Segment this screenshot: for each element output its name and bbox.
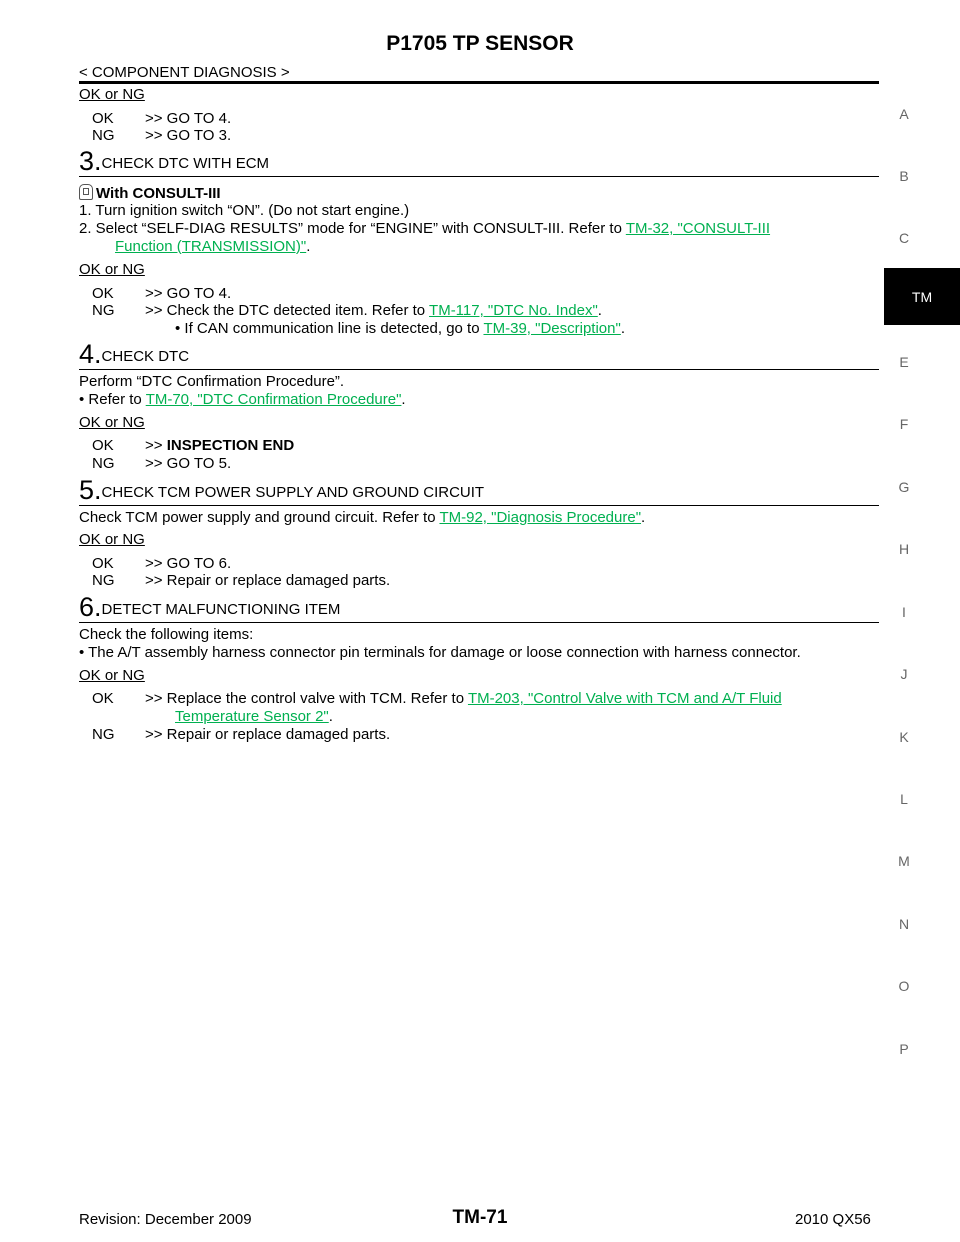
result-ng-bullet: • If CAN communication line is detected,…: [175, 320, 625, 338]
consult-tool-icon: [79, 184, 93, 200]
result-ng-label: NG: [92, 302, 115, 319]
side-index-f[interactable]: F: [899, 416, 909, 432]
bullet-text: • If CAN communication line is detected,…: [175, 320, 484, 337]
ref-link-diagnosis[interactable]: TM-92, "Diagnosis Procedure": [439, 509, 642, 526]
with-consult-label: With CONSULT-III: [96, 185, 221, 202]
header-rule: [79, 81, 879, 84]
step-6-heading: 6.DETECT MALFUNCTIONING ITEM: [79, 593, 340, 624]
ref-link-dtc-confirmation[interactable]: TM-70, "DTC Confirmation Procedure": [145, 391, 402, 408]
result-ok-label: OK: [92, 555, 114, 572]
side-index-m[interactable]: M: [898, 853, 910, 869]
side-index-b[interactable]: B: [899, 168, 909, 184]
result-ng-text: >> Repair or replace damaged parts.: [145, 572, 391, 589]
ref-link-control-valve[interactable]: TM-203, "Control Valve with TCM and A/T …: [467, 690, 782, 707]
step-number: 6.: [79, 592, 102, 622]
result-ng-text: >> GO TO 5.: [145, 455, 232, 472]
ok-or-ng-label: OK or NG: [79, 414, 145, 431]
step-3-heading: 3.CHECK DTC WITH ECM: [79, 147, 269, 178]
result-ng-text: >> GO TO 3.: [145, 127, 232, 144]
step-rule: [79, 369, 879, 370]
period: .: [641, 509, 646, 526]
revision-date: Revision: December 2009: [79, 1211, 252, 1228]
step-title: CHECK DTC WITH ECM: [101, 155, 270, 172]
step-4-text: Perform “DTC Confirmation Procedure”.: [79, 373, 345, 390]
side-index-k[interactable]: K: [899, 729, 909, 745]
step-rule: [79, 176, 879, 177]
ok-text: >> Replace the control valve with TCM. R…: [145, 690, 468, 707]
step-6-bullet: • The A/T assembly harness connector pin…: [79, 644, 801, 661]
result-ok-text: >> Replace the control valve with TCM. R…: [145, 690, 782, 708]
instruction-text: Check TCM power supply and ground circui…: [79, 509, 440, 526]
side-index-n[interactable]: N: [898, 916, 910, 932]
result-ok-text: >> GO TO 4.: [145, 110, 232, 127]
side-index-l[interactable]: L: [900, 791, 908, 807]
step-rule: [79, 505, 879, 506]
result-ok-text: >> GO TO 4.: [145, 285, 232, 302]
item-text: 2. Select “SELF-DIAG RESULTS” mode for “…: [79, 220, 626, 237]
ref-link-consult-cont[interactable]: Function (TRANSMISSION)": [115, 238, 307, 255]
side-index-c[interactable]: C: [898, 230, 910, 246]
step-3-item-2-cont: Function (TRANSMISSION)".: [115, 238, 310, 256]
period: .: [597, 302, 602, 319]
result-ng-text: >> Check the DTC detected item. Refer to…: [145, 302, 602, 320]
step-rule: [79, 622, 879, 623]
step-title: CHECK DTC: [101, 348, 190, 365]
result-ng-label: NG: [92, 127, 115, 144]
step-3-item-2: 2. Select “SELF-DIAG RESULTS” mode for “…: [79, 220, 770, 238]
step-title: DETECT MALFUNCTIONING ITEM: [101, 601, 341, 618]
step-4-ref: • Refer to TM-70, "DTC Confirmation Proc…: [79, 391, 406, 409]
step-number: 4.: [79, 339, 102, 369]
side-index-g[interactable]: G: [898, 479, 910, 495]
result-ng-label: NG: [92, 726, 115, 743]
side-index-a[interactable]: A: [899, 106, 909, 122]
period: .: [306, 238, 311, 255]
step-6-text: Check the following items:: [79, 626, 254, 643]
ok-or-ng-label: OK or NG: [79, 531, 145, 548]
ref-link-dtc-index[interactable]: TM-117, "DTC No. Index": [429, 302, 598, 319]
result-ok-label: OK: [92, 437, 114, 454]
period: .: [401, 391, 406, 408]
consult-line: With CONSULT-III: [79, 184, 221, 203]
side-index-e[interactable]: E: [899, 354, 909, 370]
step-title: CHECK TCM POWER SUPPLY AND GROUND CIRCUI…: [101, 484, 485, 501]
side-index-i[interactable]: I: [902, 604, 906, 620]
ng-text: >> Check the DTC detected item. Refer to: [145, 302, 430, 319]
section-label: < COMPONENT DIAGNOSIS >: [79, 64, 290, 81]
side-index-tm-active[interactable]: TM: [884, 268, 960, 325]
result-ok-text-cont: Temperature Sensor 2".: [175, 708, 333, 726]
ref-text: • Refer to: [79, 391, 146, 408]
side-index-o[interactable]: O: [898, 978, 910, 994]
period: .: [328, 708, 333, 725]
ref-link-control-valve-cont[interactable]: Temperature Sensor 2": [175, 708, 329, 725]
step-number: 5.: [79, 475, 102, 505]
step-number: 3.: [79, 146, 102, 176]
ok-or-ng-label: OK or NG: [79, 261, 145, 278]
ok-or-ng-label: OK or NG: [79, 86, 145, 103]
result-ok-label: OK: [92, 690, 114, 707]
side-index-h[interactable]: H: [898, 541, 910, 557]
model-year: 2010 QX56: [795, 1211, 871, 1228]
step-5-text: Check TCM power supply and ground circui…: [79, 509, 645, 527]
result-ok-label: OK: [92, 110, 114, 127]
arrow-text: >>: [145, 437, 167, 454]
step-4-heading: 4.CHECK DTC: [79, 340, 189, 371]
result-ng-label: NG: [92, 455, 115, 472]
page-title: P1705 TP SENSOR: [386, 32, 574, 55]
result-ok-label: OK: [92, 285, 114, 302]
result-ok-text: >> GO TO 6.: [145, 555, 232, 572]
ok-or-ng-label: OK or NG: [79, 667, 145, 684]
ref-link-description[interactable]: TM-39, "Description": [483, 320, 621, 337]
ref-link-consult[interactable]: TM-32, "CONSULT-III: [625, 220, 771, 237]
side-index-j[interactable]: J: [900, 666, 908, 682]
result-ng-label: NG: [92, 572, 115, 589]
step-3-item-1: 1. Turn ignition switch “ON”. (Do not st…: [79, 202, 410, 219]
result-ok-text: >> INSPECTION END: [145, 437, 294, 455]
side-index-p[interactable]: P: [899, 1041, 909, 1057]
page-number: TM-71: [452, 1207, 508, 1228]
inspection-end-text: INSPECTION END: [166, 437, 295, 454]
period: .: [620, 320, 625, 337]
result-ng-text: >> Repair or replace damaged parts.: [145, 726, 391, 743]
step-5-heading: 5.CHECK TCM POWER SUPPLY AND GROUND CIRC…: [79, 476, 484, 507]
